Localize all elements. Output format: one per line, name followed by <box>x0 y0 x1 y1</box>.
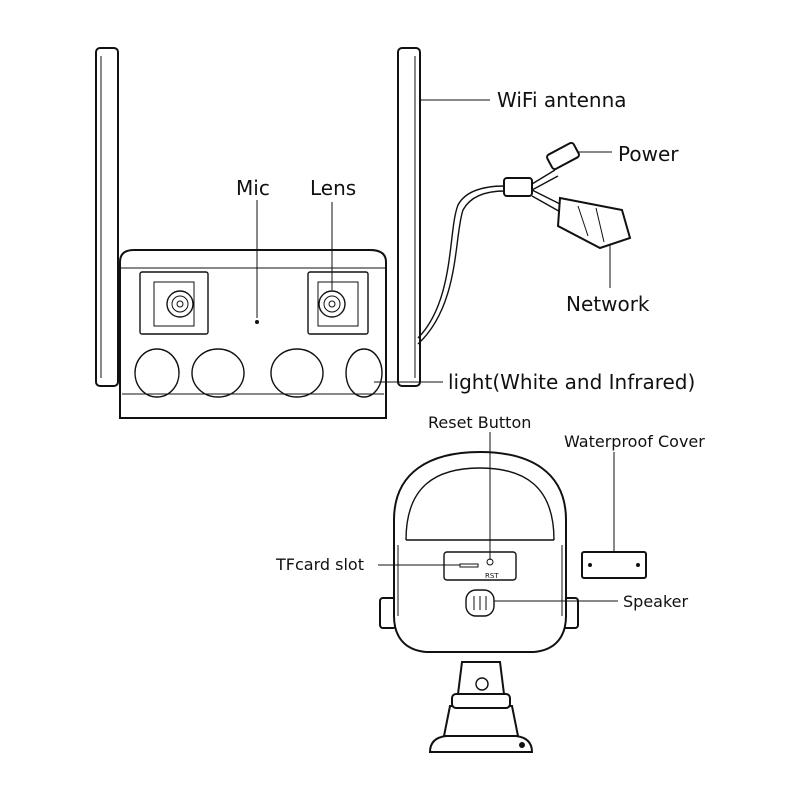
light-2 <box>191 348 245 398</box>
label-power: Power <box>618 142 679 166</box>
label-mic: Mic <box>236 176 270 200</box>
light-1 <box>134 348 180 398</box>
label-tfcard-slot: TFcard slot <box>275 555 364 574</box>
rst-mark: RST <box>485 572 499 580</box>
cable <box>417 185 506 339</box>
light-4 <box>345 348 383 398</box>
label-lens: Lens <box>310 176 356 200</box>
left-lens-module <box>139 271 209 335</box>
light-3 <box>270 348 324 398</box>
power-connector <box>546 141 580 171</box>
label-waterproof-cover: Waterproof Cover <box>564 432 705 451</box>
cable-junction <box>503 177 533 197</box>
camera-back-view: RST <box>379 450 579 753</box>
label-network: Network <box>566 292 650 316</box>
right-lens-module <box>307 271 369 335</box>
label-wifi-antenna: WiFi antenna <box>497 88 627 112</box>
label-speaker: Speaker <box>623 592 689 611</box>
reset-tfcard-panel <box>443 551 517 581</box>
left-wifi-antenna <box>95 47 119 387</box>
label-light: light(White and Infrared) <box>448 370 695 394</box>
network-connector <box>556 196 632 250</box>
label-reset-button: Reset Button <box>428 413 531 432</box>
mic-hole <box>255 320 259 324</box>
right-wifi-antenna <box>397 47 421 387</box>
mount-base <box>428 735 534 753</box>
camera-front-view <box>95 47 632 419</box>
speaker-grille <box>465 589 495 617</box>
